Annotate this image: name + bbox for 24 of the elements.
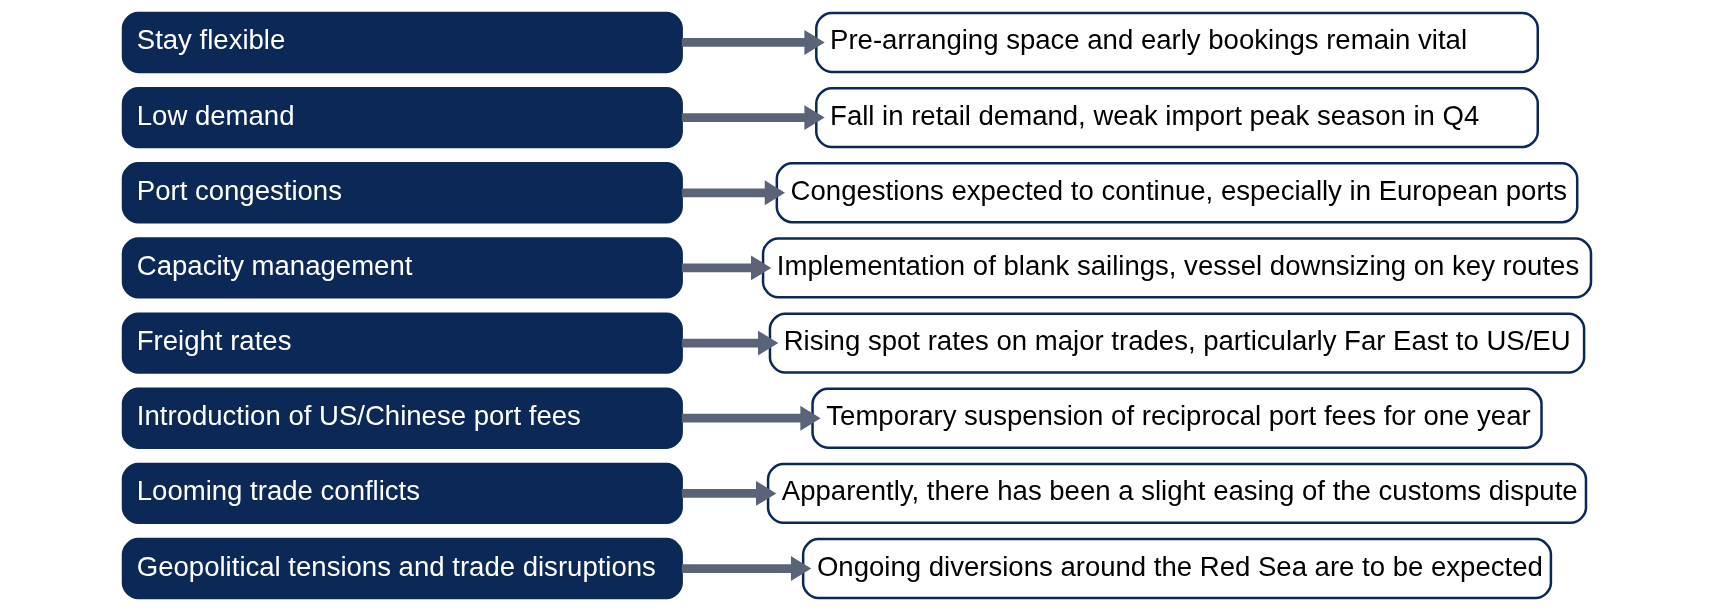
node-box: Geopolitical tensions and trade disruptions <box>121 537 683 600</box>
arrow <box>681 180 786 206</box>
arrow <box>681 330 779 356</box>
arrow <box>681 30 825 55</box>
node-box: Stay flexible <box>121 11 683 74</box>
node-box: Looming trade conflicts <box>121 462 683 525</box>
node-box: Pre-arranging space and early bookings remain vital <box>815 11 1539 74</box>
arrow <box>681 255 772 281</box>
node-box: Implementation of blank sailings, vessel downsizing on key routes <box>761 237 1593 299</box>
arrow <box>681 105 825 131</box>
arrow <box>681 556 812 581</box>
node-box: Introduction of US/Chinese port fees <box>121 387 683 449</box>
arrow <box>681 405 821 431</box>
node-box: Fall in retail demand, weak import peak season in Q4 <box>815 86 1539 149</box>
arrow <box>681 480 777 506</box>
node-box: Ongoing diversions around the Red Sea are to be expected <box>801 537 1553 600</box>
node-box: Apparently, there has been a slight easing of the customs dispute <box>766 462 1588 525</box>
node-box: Capacity management <box>121 237 683 299</box>
node-box: Freight rates <box>121 312 683 374</box>
node-box: Temporary suspension of reciprocal port fees for one year <box>811 387 1543 449</box>
node-box: Congestions expected to continue, especially in European ports <box>775 162 1579 224</box>
node-box: Rising spot rates on major trades, particularly Far East to US/EU <box>768 312 1586 374</box>
node-box: Low demand <box>121 86 683 149</box>
node-box: Port congestions <box>121 162 683 224</box>
